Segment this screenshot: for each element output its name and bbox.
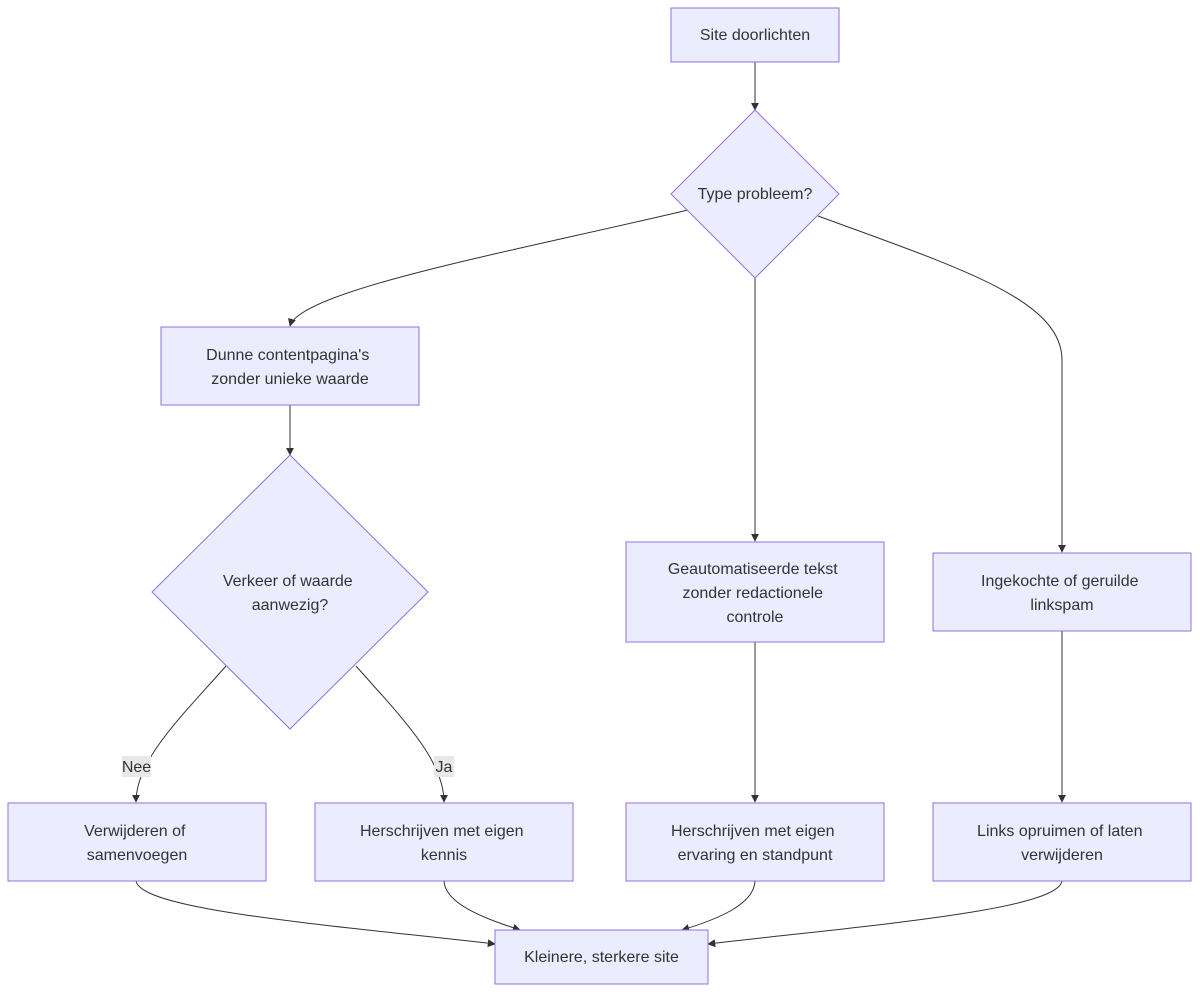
node-automated-text-line-3: controle [727, 609, 784, 626]
node-thin-content: Dunne contentpagina's zonder unieke waar… [160, 326, 420, 406]
node-rewrite-experience: Herschrijven met eigen ervaring en stand… [625, 802, 885, 882]
node-type-question: Type probleem? [670, 109, 840, 279]
svg-text:Herschrijven met eigen e: Herschrijven met eigen ervaring en stand… [671, 823, 839, 864]
node-rewrite-knowledge-line-2: kennis [421, 847, 467, 864]
node-traffic-question-line-1: Verkeer of waarde [223, 573, 353, 590]
edge-label-no-text: Nee [122, 759, 151, 776]
edge-clean-links-to-result [707, 879, 1063, 948]
node-rewrite-knowledge-line-1: Herschrijven met eigen [360, 823, 524, 840]
node-remove-merge-line-1: Verwijderen of [84, 823, 186, 840]
edge-label-yes: Ja [434, 756, 454, 777]
node-traffic-question-line-2: aanwezig? [252, 597, 329, 614]
edge-rewrite-experience-to-result [681, 879, 756, 932]
node-link-spam-line-2: linkspam [1030, 597, 1093, 614]
node-thin-content-line-1: Dunne contentpagina's [206, 347, 369, 364]
node-type-question-label: Type probleem? [698, 186, 813, 203]
edge-rewrite-knowledge-to-result [443, 879, 521, 932]
edges [132, 62, 1066, 948]
node-traffic-question: Verkeer of waarde aanwezig? [151, 454, 429, 730]
node-result-label: Kleinere, sterkere site [524, 949, 679, 966]
node-start: Site doorlichten [670, 7, 840, 63]
node-remove-merge: Verwijderen of samenvoegen [7, 802, 267, 882]
svg-text:Verwijderen of samenvoeg: Verwijderen of samenvoegen [84, 823, 190, 864]
node-clean-links-line-2: verwijderen [1021, 847, 1103, 864]
edge-type-to-link-spam [817, 215, 1066, 553]
edge-traffic-to-rewrite-knowledge [355, 665, 448, 803]
svg-text:Verkeer of waarde aanwez: Verkeer of waarde aanwezig? [223, 573, 357, 614]
svg-text:Dunne contentpagina's zo: Dunne contentpagina's zonder unieke waar… [206, 347, 374, 388]
svg-text:Geautomatiseerde tekst z: Geautomatiseerde tekst zonder redactione… [668, 561, 842, 626]
edge-type-to-thin-content [288, 209, 689, 327]
node-remove-merge-line-2: samenvoegen [87, 847, 188, 864]
node-automated-text: Geautomatiseerde tekst zonder redactione… [625, 541, 885, 643]
svg-text:Links opruimen of laten: Links opruimen of laten verwijderen [977, 823, 1147, 864]
edge-label-no: Nee [122, 756, 151, 777]
node-link-spam: Ingekochte of geruilde linkspam [932, 552, 1192, 632]
edge-label-yes-text: Ja [436, 759, 453, 776]
node-rewrite-experience-line-2: ervaring en standpunt [678, 847, 833, 864]
node-result: Kleinere, sterkere site [494, 929, 709, 985]
edge-remove-to-result [135, 879, 496, 948]
node-thin-content-line-2: zonder unieke waarde [211, 371, 369, 388]
node-automated-text-line-1: Geautomatiseerde tekst [668, 561, 838, 578]
node-clean-links: Links opruimen of laten verwijderen [932, 802, 1192, 882]
node-link-spam-line-1: Ingekochte of geruilde [981, 573, 1139, 590]
node-clean-links-line-1: Links opruimen of laten [977, 823, 1142, 840]
node-start-label: Site doorlichten [700, 27, 810, 44]
edge-traffic-to-remove [132, 665, 227, 803]
node-automated-text-line-2: zonder redactionele [683, 585, 824, 602]
node-rewrite-experience-line-1: Herschrijven met eigen [671, 823, 835, 840]
node-rewrite-knowledge: Herschrijven met eigen kennis [314, 802, 574, 882]
svg-text:Ingekochte of geruilde l: Ingekochte of geruilde linkspam [981, 573, 1143, 614]
svg-text:Herschrijven met eigen k: Herschrijven met eigen kennis [360, 823, 528, 864]
